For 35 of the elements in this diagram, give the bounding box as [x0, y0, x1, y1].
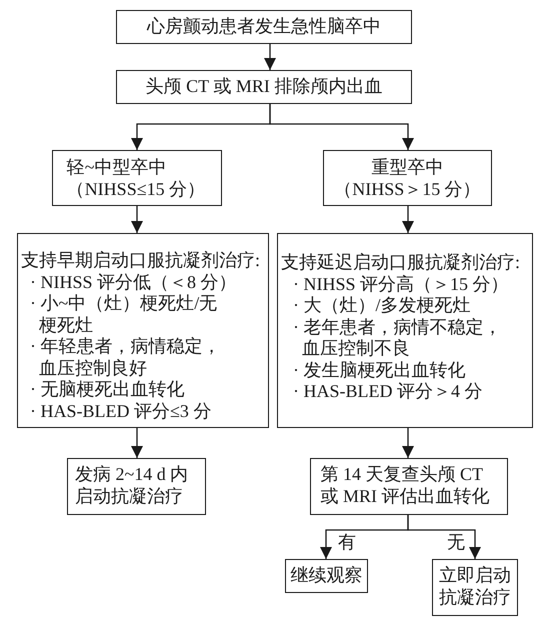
- bullet-item: · 发生脑梗死出血转化: [293, 360, 466, 381]
- bullet-item: · 大（灶）/多发梗死灶: [293, 295, 472, 316]
- box-heading: 支持早期启动口服抗凝剂治疗:: [21, 250, 262, 272]
- arrow: [131, 428, 143, 458]
- process-box: [17, 233, 269, 428]
- process-box: 第 14 天复查头颅 CT 或 MRI 评估出血转化: [310, 458, 508, 515]
- edge-label: 有: [338, 532, 356, 552]
- box-subtitle: （NIHSS＞15 分）: [333, 178, 482, 200]
- process-box: 发病 2~14 d 内启动抗凝治疗: [67, 458, 206, 515]
- process-box: 头颅 CT 或 MRI 排除颅内出血: [116, 70, 412, 104]
- bullet-item: · HAS-BLED 评分≤3 分: [30, 400, 212, 422]
- bullet-item: · 无脑梗死出血转化: [30, 379, 186, 400]
- arrow: [269, 104, 414, 150]
- arrow: [402, 428, 414, 458]
- arrow: [264, 44, 276, 70]
- arrow: [402, 206, 414, 233]
- bullet-item: · HAS-BLED 评分＞4 分: [293, 381, 484, 402]
- bullet-item: · 小~中（灶）梗死灶/无梗死灶: [30, 293, 218, 336]
- process-box: [52, 150, 222, 206]
- bullet-item: · 年轻患者，病情稳定，血压控制良好: [30, 336, 222, 379]
- edge-label: 无: [447, 532, 465, 552]
- process-box: 心房颤动患者发生急性脑卒中: [116, 10, 412, 44]
- box-heading: 支持延迟启动口服抗凝剂治疗:: [281, 252, 522, 274]
- arrow: [407, 515, 481, 559]
- process-box: 立即启动抗凝治疗: [432, 559, 518, 616]
- box-title: 轻~中型卒中: [66, 157, 168, 178]
- process-box: [277, 233, 533, 428]
- box-title: 重型卒中: [370, 157, 444, 178]
- bullet-item: · NIHSS 评分低（＜8 分）: [30, 272, 238, 293]
- arrow: [131, 206, 143, 233]
- bullet-item: · 老年患者，病情不稳定，血压控制不良: [293, 316, 502, 360]
- box-subtitle: （NIHSS≤15 分）: [66, 178, 206, 200]
- process-box: [323, 150, 492, 206]
- bullet-item: · NIHSS 评分高（＞15 分）: [293, 274, 510, 295]
- process-box: 继续观察: [285, 559, 368, 593]
